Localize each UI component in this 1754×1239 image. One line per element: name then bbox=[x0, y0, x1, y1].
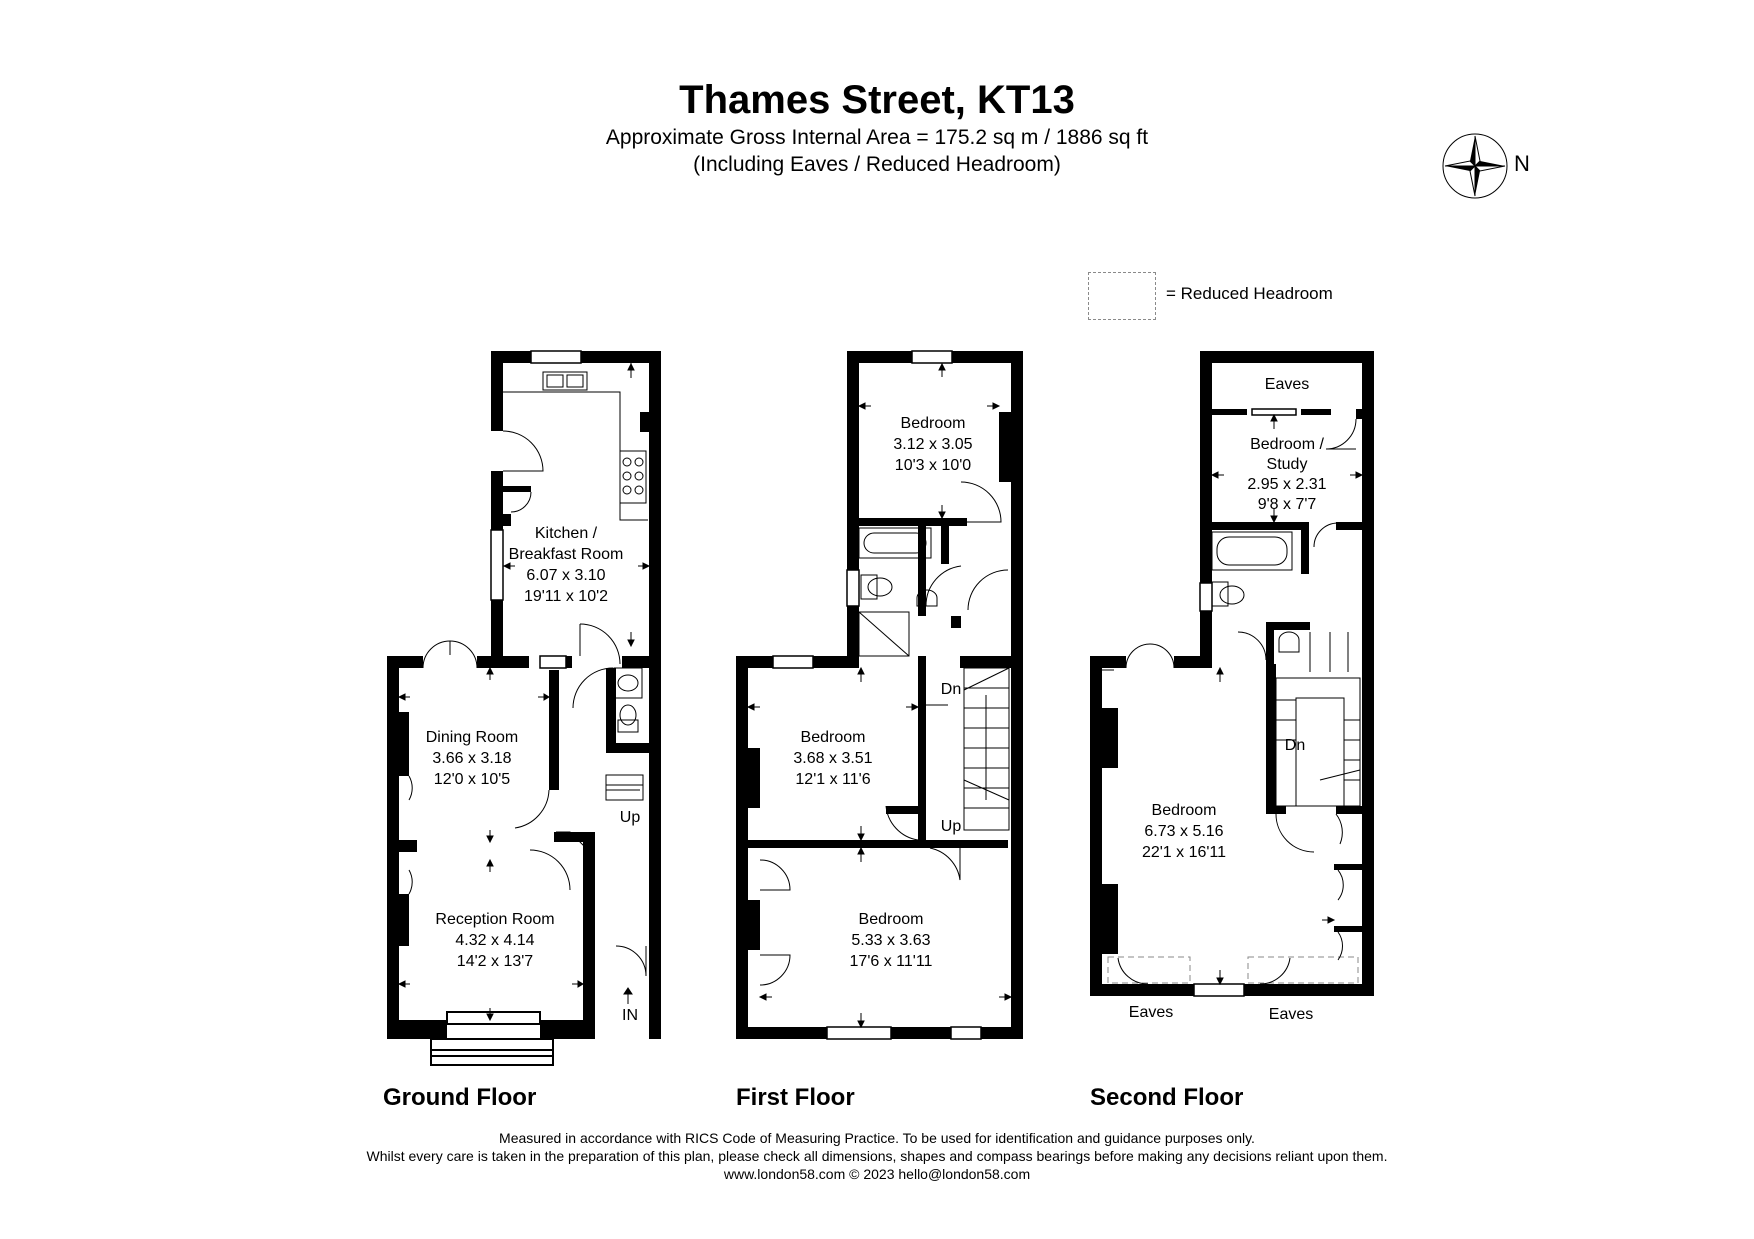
second-floor-fittings bbox=[1117, 418, 1361, 985]
kitchen-label-1: Kitchen / bbox=[535, 525, 598, 542]
study-dim-metric: 2.95 x 2.31 bbox=[1247, 476, 1326, 493]
bedroom-4-label: Bedroom bbox=[1152, 802, 1217, 819]
kitchen-dim-metric: 6.07 x 3.10 bbox=[526, 567, 605, 584]
second-floor-walls bbox=[1090, 351, 1374, 996]
bedroom-1-dim-imperial: 10'3 x 10'0 bbox=[895, 457, 971, 474]
second-floor-label: Second Floor bbox=[1090, 1084, 1244, 1111]
reduced-headroom-legend-swatch bbox=[1088, 272, 1156, 320]
first-floor-arrows bbox=[746, 362, 1013, 1029]
bedroom-3-dim-metric: 5.33 x 3.63 bbox=[851, 932, 930, 949]
entrance-label: IN bbox=[622, 1007, 638, 1024]
bedroom-2-dim-imperial: 12'1 x 11'6 bbox=[795, 771, 870, 788]
area-line: Approximate Gross Internal Area = 175.2 … bbox=[605, 126, 1149, 149]
plan-disclaimer: Measured in accordance with RICS Code of… bbox=[0, 1129, 1754, 1183]
study-label-2: Study bbox=[1267, 456, 1308, 473]
area-note: (Including Eaves / Reduced Headroom) bbox=[693, 153, 1061, 176]
kitchen-fittings bbox=[502, 371, 648, 801]
first-floor-stairs-up-label: Up bbox=[941, 818, 962, 835]
second-floor-plan: Eaves Bedroom / Study 2.95 x 2.31 9'8 x … bbox=[1090, 351, 1374, 1023]
property-title: Thames Street, KT13 bbox=[679, 78, 1075, 122]
ground-floor-plan: Kitchen / Breakfast Room 6.07 x 3.10 19'… bbox=[387, 350, 661, 1066]
compass-icon bbox=[1442, 133, 1508, 199]
bedroom-2-label: Bedroom bbox=[801, 729, 866, 746]
dining-room-label: Dining Room bbox=[426, 729, 518, 746]
first-floor-label: First Floor bbox=[736, 1084, 855, 1111]
eaves-top-label: Eaves bbox=[1265, 376, 1309, 393]
first-floor-plan: Bedroom 3.12 x 3.05 10'3 x 10'0 Bedroom … bbox=[736, 350, 1023, 1040]
second-floor-stairs-down-label: Dn bbox=[1285, 737, 1305, 754]
reception-room-label: Reception Room bbox=[435, 911, 554, 928]
bedroom-4-dim-metric: 6.73 x 5.16 bbox=[1144, 823, 1223, 840]
bedroom-2-dim-metric: 3.68 x 3.51 bbox=[793, 750, 872, 767]
eaves-right-label: Eaves bbox=[1269, 1006, 1313, 1023]
ground-floor-label: Ground Floor bbox=[383, 1084, 537, 1111]
dining-room-dim-imperial: 12'0 x 10'5 bbox=[434, 771, 510, 788]
ground-dimension-arrows bbox=[397, 362, 651, 1022]
kitchen-label-2: Breakfast Room bbox=[509, 546, 624, 563]
bedroom-3-label: Bedroom bbox=[859, 911, 924, 928]
study-label-1: Bedroom / bbox=[1250, 436, 1324, 453]
bedroom-1-dim-metric: 3.12 x 3.05 bbox=[893, 436, 972, 453]
eaves-left-label: Eaves bbox=[1129, 1004, 1173, 1021]
first-floor-stairs-down-label: Dn bbox=[941, 681, 961, 698]
reduced-headroom-legend-label: = Reduced Headroom bbox=[1166, 284, 1333, 303]
first-floor-fittings bbox=[759, 481, 1010, 986]
second-floor-windows bbox=[1193, 408, 1297, 997]
plan-header: Thames Street, KT13 Approximate Gross In… bbox=[0, 76, 1754, 178]
bedroom-4-dim-imperial: 22'1 x 16'11 bbox=[1142, 844, 1226, 861]
ground-windows bbox=[490, 350, 582, 669]
compass-north-label: N bbox=[1514, 151, 1530, 176]
ground-stairs-up-label: Up bbox=[620, 809, 641, 826]
dining-room-dim-metric: 3.66 x 3.18 bbox=[432, 750, 511, 767]
disclaimer-line-2: Whilst every care is taken in the prepar… bbox=[366, 1148, 1388, 1164]
footer-contact: www.london58.com © 2023 hello@london58.c… bbox=[723, 1166, 1031, 1182]
reduced-headroom-areas bbox=[1107, 956, 1359, 984]
first-floor-windows bbox=[772, 350, 982, 1040]
reception-room-dim-metric: 4.32 x 4.14 bbox=[455, 932, 534, 949]
second-floor-arrows bbox=[1100, 413, 1364, 986]
ground-doors bbox=[408, 640, 647, 977]
reception-room-dim-imperial: 14'2 x 13'7 bbox=[457, 953, 533, 970]
bedroom-1-label: Bedroom bbox=[901, 415, 966, 432]
study-dim-imperial: 9'8 x 7'7 bbox=[1258, 496, 1317, 513]
disclaimer-line-1: Measured in accordance with RICS Code of… bbox=[499, 1130, 1255, 1146]
bedroom-3-dim-imperial: 17'6 x 11'11 bbox=[850, 953, 933, 970]
first-floor-walls bbox=[736, 351, 1023, 1039]
ground-bay-window bbox=[430, 1011, 554, 1066]
kitchen-dim-imperial: 19'11 x 10'2 bbox=[524, 588, 608, 605]
